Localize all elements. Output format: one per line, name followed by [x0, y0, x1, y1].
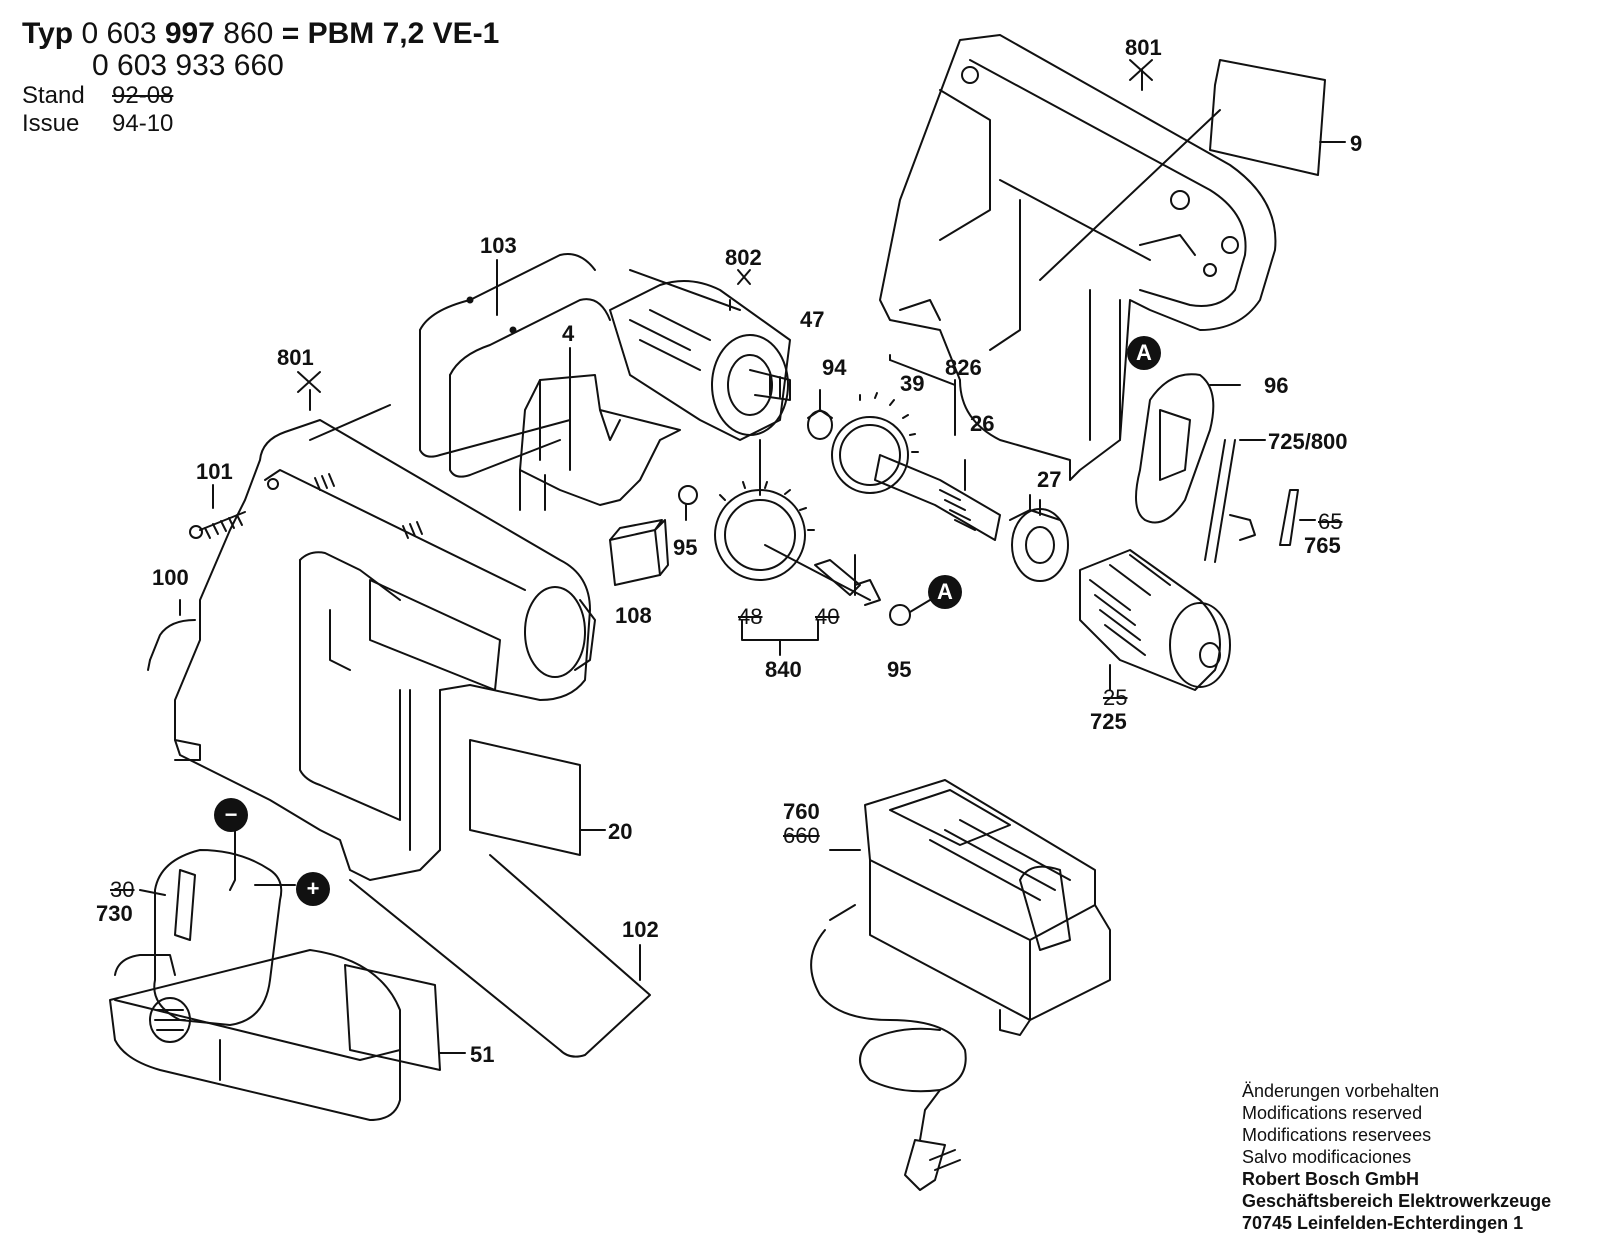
part-label-725: 725 — [1090, 709, 1127, 734]
part-label-94: 94 — [822, 355, 847, 380]
part-label-108: 108 — [615, 603, 652, 628]
header-block: Typ 0 603 997 860 = PBM 7,2 VE-1 0 603 9… — [22, 18, 499, 138]
callout-a-lower: A — [928, 575, 962, 609]
footer-company: Robert Bosch GmbH — [1242, 1169, 1420, 1189]
part-label-100: 100 — [152, 565, 189, 590]
housing-half-left — [174, 404, 596, 881]
ball-95b — [889, 599, 931, 626]
part-label-65: 65 — [1318, 509, 1343, 534]
callout-a-upper: A — [1127, 336, 1161, 370]
stand-value: 92-08 — [112, 82, 174, 109]
stand-label: Stand — [22, 82, 85, 109]
switch-4 — [519, 347, 681, 511]
footer-notes: Änderungen vorbehalten Modifications res… — [1242, 1080, 1551, 1234]
part-label-801-left: 801 — [277, 345, 314, 370]
gear-39 — [831, 392, 919, 494]
part-label-25: 25 — [1103, 685, 1128, 710]
part-label-27: 27 — [1037, 467, 1062, 492]
battery-plus-terminal-icon: + — [296, 872, 330, 906]
part-label-51: 51 — [470, 1042, 495, 1067]
header-line-1: Typ 0 603 997 860 = PBM 7,2 VE-1 — [22, 18, 499, 50]
part-label-725-800: 725/800 — [1268, 429, 1348, 454]
clutch-ring-96 — [1135, 373, 1241, 524]
bracket-840 — [741, 619, 819, 656]
part-label-730: 730 — [96, 901, 133, 926]
rating-plate-9 — [1039, 59, 1346, 281]
drill-chuck-25 — [1079, 549, 1231, 691]
clip-102 — [349, 854, 651, 1058]
charger-cable — [810, 929, 967, 1191]
pinion-40 — [764, 544, 881, 606]
label-plate-51 — [344, 964, 466, 1071]
bushing-94 — [807, 409, 833, 440]
part-label-826: 826 — [945, 355, 982, 380]
part-label-96: 96 — [1264, 373, 1289, 398]
part-number-1: 0 603 — [81, 17, 157, 50]
issue-value: 94-10 — [112, 110, 174, 137]
battery-pack-30 — [139, 829, 296, 1026]
part-label-47: 47 — [800, 307, 825, 332]
part-label-802: 802 — [725, 245, 762, 270]
part-label-103: 103 — [480, 233, 517, 258]
part-label-9: 9 — [1350, 131, 1363, 156]
part-number-2: 0 603 933 660 — [92, 49, 284, 82]
clip-100 — [147, 599, 196, 671]
charger-760 — [829, 779, 1111, 1036]
footer-line-4: Salvo modificaciones — [1242, 1147, 1412, 1167]
cross-marks — [297, 59, 1153, 393]
equals-sign: = — [281, 17, 300, 50]
part-label-26: 26 — [970, 411, 995, 436]
bit-65 — [1279, 489, 1316, 546]
part-label-95-upper: 95 — [673, 535, 698, 560]
footer-line-1: Änderungen vorbehalten — [1242, 1081, 1440, 1101]
footer-line-3: Modifications reservees — [1242, 1125, 1432, 1145]
stand-line: Stand 92-08 — [22, 82, 499, 110]
model-name: PBM 7,2 VE-1 — [307, 17, 500, 50]
part-label-20: 20 — [608, 819, 633, 844]
motor-wires-103 — [419, 253, 611, 478]
part-label-40: 40 — [815, 604, 840, 629]
gear-48 — [714, 439, 815, 581]
bracket-826 — [889, 354, 956, 386]
spindle-26 — [874, 359, 1001, 541]
housing-half-right — [879, 34, 1277, 481]
typ-label: Typ — [22, 17, 74, 50]
leader-lines — [309, 69, 1143, 521]
issue-label: Issue — [22, 110, 80, 137]
part-label-39: 39 — [900, 371, 925, 396]
part-label-660: 660 — [783, 823, 820, 848]
part-label-30: 30 — [110, 877, 135, 902]
part-label-840: 840 — [765, 657, 802, 682]
part-number-1-tail: 860 — [223, 17, 274, 50]
part-label-4: 4 — [562, 321, 575, 346]
issue-line: Issue 94-10 — [22, 110, 499, 138]
ball-95a — [678, 485, 698, 505]
part-number-1-bold: 997 — [164, 17, 215, 50]
label-plate-20 — [469, 739, 606, 856]
battery-minus-terminal-icon: − — [214, 798, 248, 832]
part-label-760: 760 — [783, 799, 820, 824]
part-label-95-lower: 95 — [887, 657, 912, 682]
part-label-101: 101 — [196, 459, 233, 484]
footer-line-2: Modifications reserved — [1242, 1103, 1423, 1123]
brush-108 — [609, 519, 669, 586]
chuck-key-725-800 — [1204, 439, 1266, 563]
footer-division: Geschäftsbereich Elektrowerkzeuge — [1242, 1191, 1552, 1211]
footer-address: 70745 Leinfelden-Echterdingen 1 — [1242, 1213, 1524, 1233]
part-label-765: 765 — [1304, 533, 1341, 558]
screw-101 — [189, 484, 246, 539]
part-label-48: 48 — [738, 604, 763, 629]
motor-802 — [609, 269, 791, 441]
part-label-102: 102 — [622, 917, 659, 942]
part-label-801-upper: 801 — [1125, 35, 1162, 60]
battery-holder — [109, 949, 401, 1121]
